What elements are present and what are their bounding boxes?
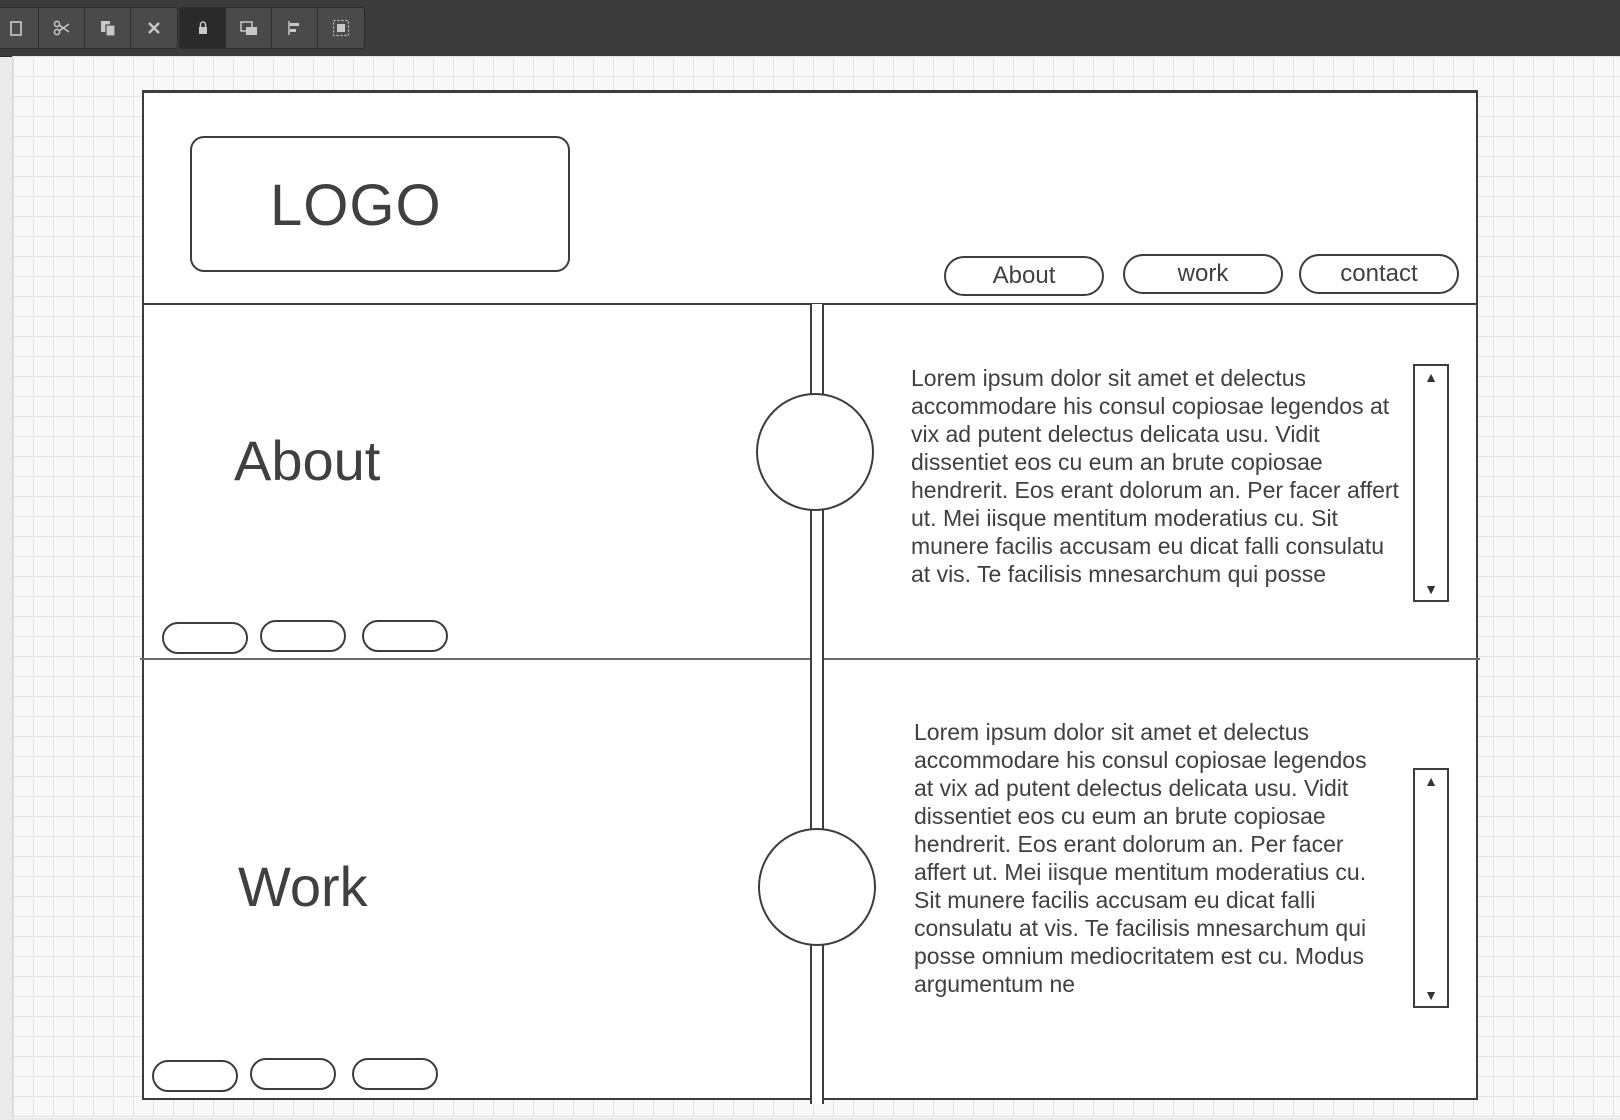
about-body-text: Lorem ipsum dolor sit amet et delectus a… — [911, 365, 1399, 587]
toolbar — [0, 0, 1620, 57]
work-timeline-circle[interactable] — [758, 828, 876, 946]
paste-icon[interactable] — [0, 8, 39, 48]
scroll-down-arrow-icon[interactable]: ▼ — [1424, 581, 1438, 597]
about-pill-button[interactable] — [260, 620, 346, 652]
about-timeline-circle[interactable] — [756, 393, 874, 511]
scroll-up-arrow-icon[interactable]: ▲ — [1424, 773, 1438, 789]
about-section-title: About — [234, 429, 381, 492]
work-section-title: Work — [238, 855, 368, 918]
copy-icon[interactable] — [85, 8, 131, 48]
work-body-text: Lorem ipsum dolor sit amet et delectus a… — [914, 719, 1367, 997]
about-pill-button[interactable] — [362, 620, 448, 652]
logo-text: LOGO — [270, 173, 442, 238]
logo-box[interactable] — [190, 136, 570, 272]
scroll-down-arrow-icon[interactable]: ▼ — [1424, 987, 1438, 1003]
work-pill-button[interactable] — [352, 1058, 438, 1090]
lock-icon[interactable] — [180, 8, 226, 48]
scissors-icon[interactable] — [39, 8, 85, 48]
work-pill-button[interactable] — [250, 1058, 336, 1090]
close-icon[interactable] — [131, 8, 177, 48]
scroll-up-arrow-icon[interactable]: ▲ — [1424, 369, 1438, 385]
group-select-icon[interactable] — [318, 8, 364, 48]
bring-front-icon[interactable] — [226, 8, 272, 48]
work-scrollbar[interactable]: ▲ ▼ — [1413, 768, 1449, 1008]
align-left-icon[interactable] — [272, 8, 318, 48]
edit-tool-group — [0, 7, 178, 49]
nav-about-button[interactable]: About — [944, 256, 1104, 296]
arrange-tool-group — [179, 7, 365, 49]
about-scrollbar[interactable]: ▲ ▼ — [1413, 364, 1449, 602]
nav-contact-button[interactable]: contact — [1299, 254, 1459, 294]
nav-work-button[interactable]: work — [1123, 254, 1283, 294]
work-pill-button[interactable] — [152, 1060, 238, 1092]
about-pill-button[interactable] — [162, 622, 248, 654]
